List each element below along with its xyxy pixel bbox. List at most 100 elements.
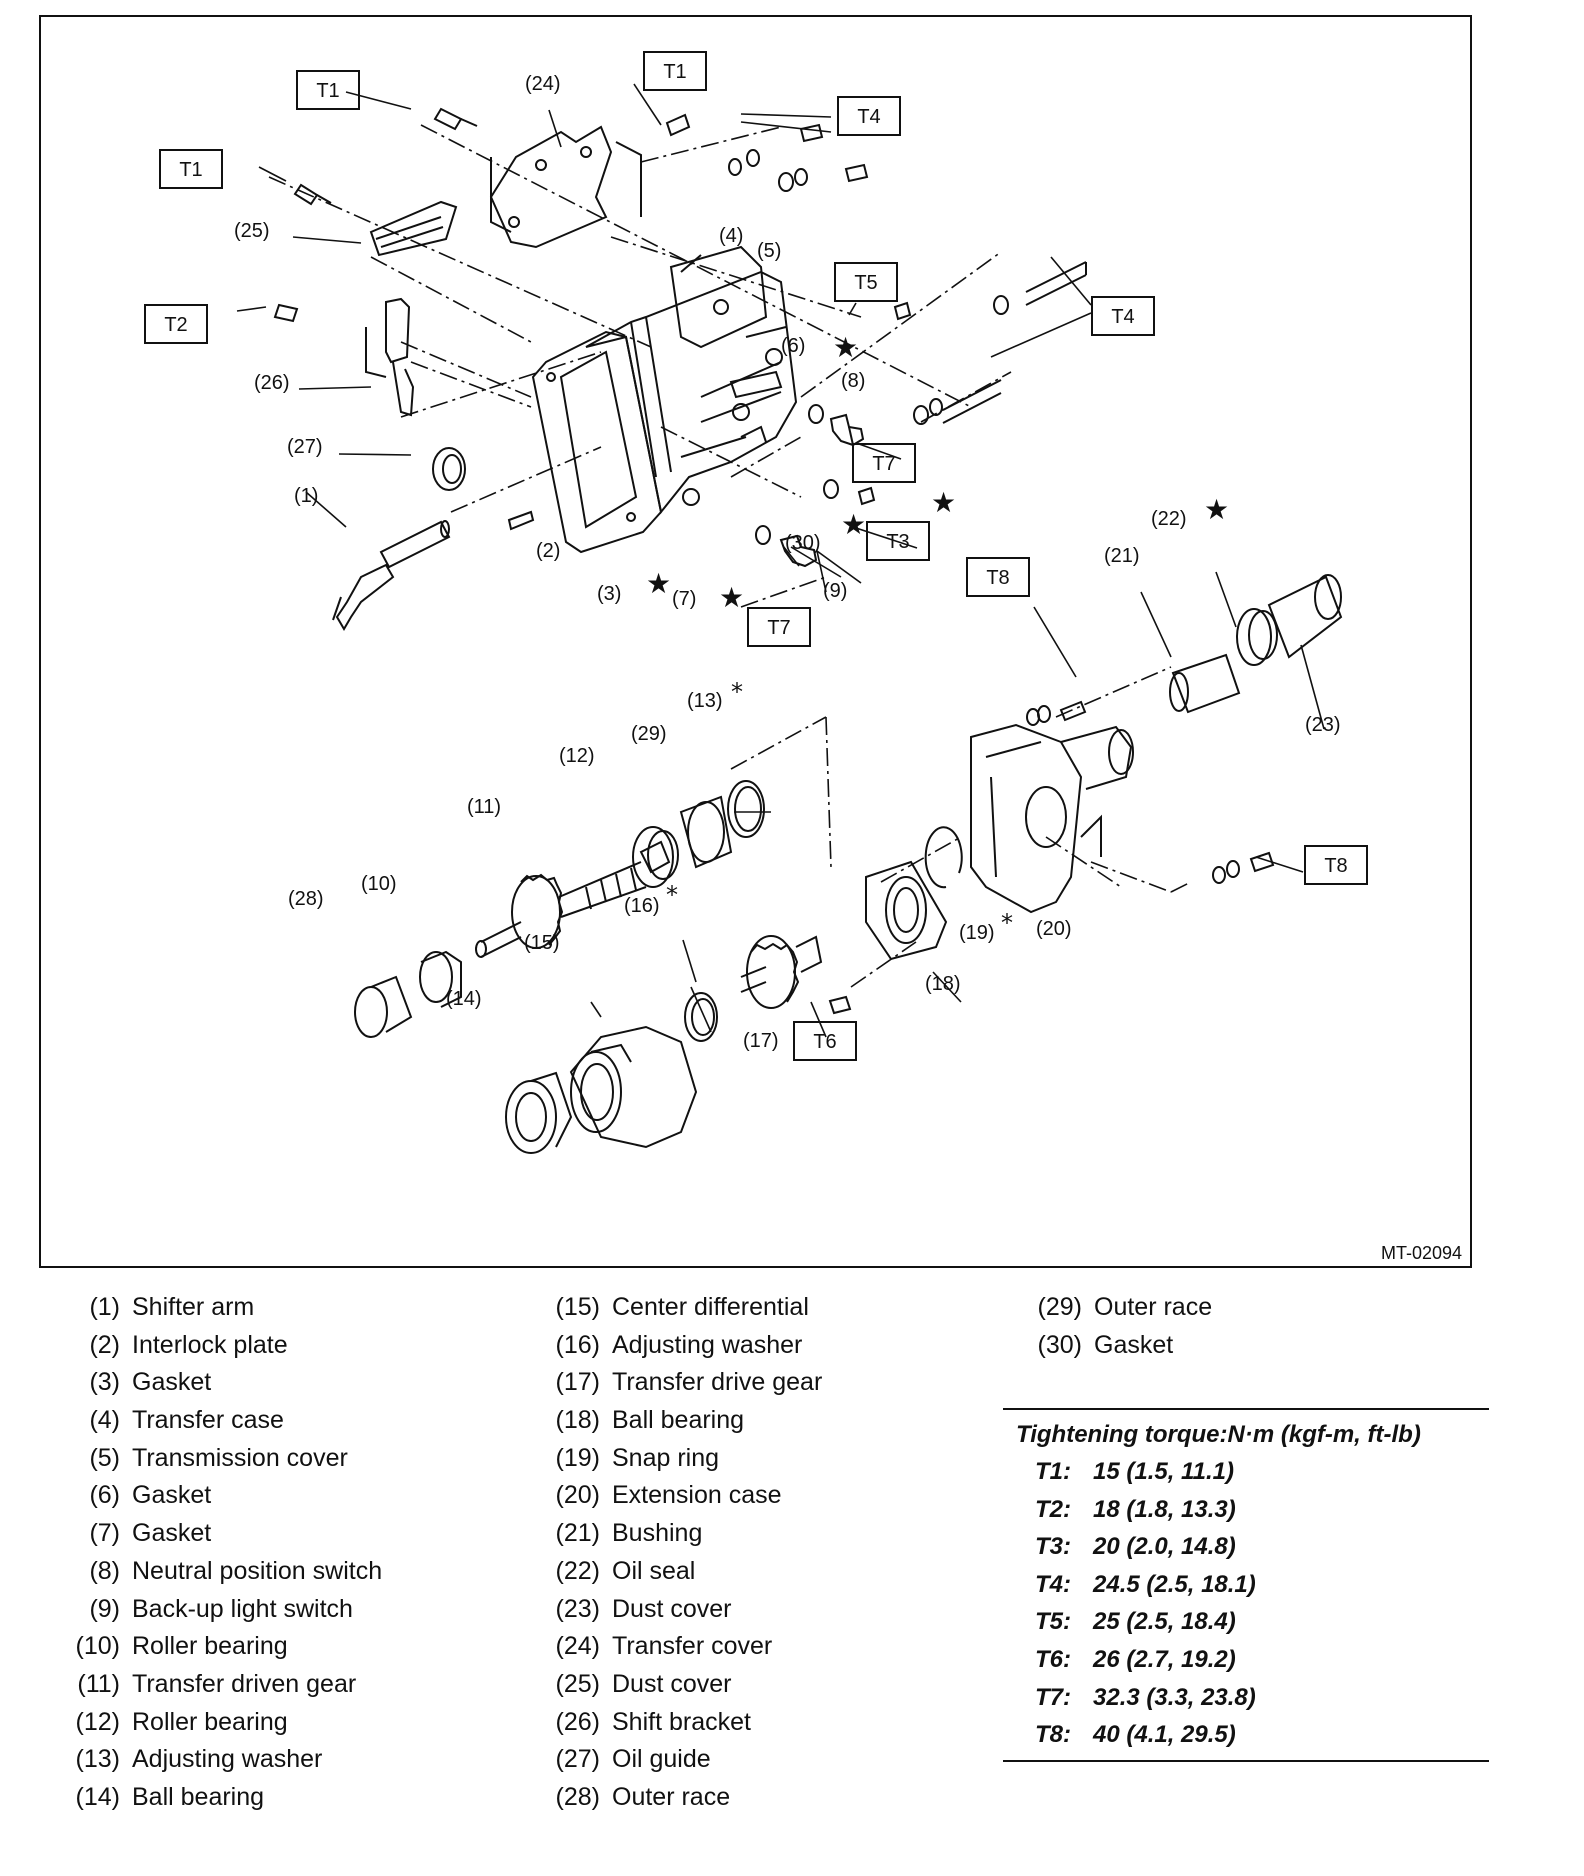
legend-num: (15) — [555, 1293, 600, 1321]
tag-t1-c — [159, 149, 223, 189]
callout-23: (23) — [1305, 714, 1341, 736]
backup-switch-9 — [779, 534, 818, 568]
star-6: ★ — [833, 331, 858, 364]
tag-t1-a-label: T1 — [316, 80, 339, 102]
torque-key: T1: — [1035, 1458, 1071, 1485]
legend-name: Bushing — [612, 1519, 703, 1548]
snap-ring-19 — [924, 826, 963, 889]
outer-race-28 — [354, 975, 413, 1038]
legend-name: Roller bearing — [132, 1632, 288, 1661]
legend-name: Gasket — [132, 1368, 212, 1397]
torque-value: 15 (1.5, 11.1) — [1093, 1458, 1234, 1485]
legend-num: (6) — [89, 1481, 120, 1510]
legend-name: Dust cover — [612, 1594, 732, 1623]
assembly-lines — [268, 124, 1192, 988]
callout-27: (27) — [287, 436, 323, 458]
torque-row: T4:24.5 (2.5, 18.1) — [1003, 1566, 1489, 1604]
tag-t6-label: T6 — [813, 1031, 836, 1053]
torque-key: T4: — [1035, 1570, 1071, 1598]
callout-30: (30) — [785, 532, 821, 554]
legend-name: Roller bearing — [132, 1707, 288, 1736]
tag-t7-b — [747, 607, 811, 647]
callout-18: (18) — [925, 973, 961, 995]
torque-value: 40 (4.1, 29.5) — [1093, 1721, 1236, 1749]
legend-num: (18) — [555, 1406, 600, 1435]
legend-num: (10) — [75, 1632, 120, 1661]
callout-26: (26) — [254, 372, 290, 394]
legend-num: (9) — [89, 1594, 120, 1623]
torque-key: T2: — [1035, 1495, 1071, 1523]
callout-29: (29) — [631, 723, 667, 745]
torque-row: T2:18 (1.8, 13.3) — [1003, 1491, 1489, 1529]
tag-t3 — [866, 521, 930, 561]
star-22: ★ — [1204, 493, 1229, 526]
exploded-diagram: T1 T1 T1 T2 T3 T4 T4 T5 T6 T7 T7 T8 T8 (… — [144, 51, 1368, 1154]
star-30: ★ — [841, 508, 866, 541]
tag-t1-b-label: T1 — [663, 61, 686, 83]
callout-17: (17) — [743, 1030, 779, 1052]
callout-8: (8) — [841, 370, 865, 392]
shifter-arm-1 — [332, 520, 451, 631]
star-t3: ★ — [931, 486, 956, 519]
adjusting-washer-13 — [727, 780, 765, 838]
legend-num: (12) — [75, 1707, 120, 1736]
torque-row: T1: 15 (1.5, 11.1) — [1003, 1453, 1489, 1491]
adjusting-washer-16 — [684, 992, 718, 1042]
legend-num: (17) — [555, 1368, 600, 1397]
legend-name: Adjusting washer — [612, 1330, 803, 1359]
transfer-case-4 — [585, 245, 798, 515]
tag-t7-b-label: T7 — [767, 617, 790, 639]
torque-key: T6: — [1035, 1645, 1071, 1673]
interlock-plate-2 — [507, 510, 535, 531]
legend-num: (24) — [555, 1632, 600, 1661]
tag-t4-a — [837, 96, 901, 136]
callout-24: (24) — [525, 73, 561, 95]
legend-num: (8) — [89, 1556, 120, 1585]
torque-row: T5:25 (2.5, 18.4) — [1003, 1603, 1489, 1641]
gasket-3 — [531, 330, 663, 554]
callout-11: (11) — [467, 796, 501, 818]
asterisk-19: * — [1001, 909, 1013, 937]
callout-14: (14) — [446, 988, 482, 1010]
transfer-cover-plate — [489, 125, 642, 249]
torque-key: T5: — [1035, 1608, 1071, 1636]
bolts — [273, 107, 1275, 1015]
tag-t8-b-label: T8 — [1324, 855, 1347, 877]
legend-num: (2) — [89, 1330, 120, 1359]
legend-name: Dust cover — [612, 1669, 732, 1698]
legend-name: Back-up light switch — [132, 1594, 353, 1623]
transfer-driven-gear-11 — [475, 840, 671, 958]
legend-name: Gasket — [1094, 1330, 1174, 1359]
legend-name: Outer race — [612, 1782, 731, 1811]
legend-name: Ball bearing — [612, 1406, 745, 1435]
legend-num: (14) — [75, 1782, 120, 1811]
asterisk-16: * — [666, 881, 678, 909]
legend-num: (27) — [555, 1745, 600, 1774]
roller-bearing-10 — [419, 950, 462, 1008]
legend-num: (7) — [89, 1519, 120, 1548]
callout-1: (1) — [294, 485, 318, 507]
bushing-21 — [1169, 653, 1241, 714]
legend-name: Transfer cover — [612, 1632, 773, 1661]
torque-row: T3:20 (2.0, 14.8) — [1003, 1528, 1489, 1566]
callout-21: (21) — [1104, 545, 1140, 567]
callout-9: (9) — [823, 580, 847, 602]
tag-t8-a-label: T8 — [986, 567, 1009, 589]
legend-name: Oil seal — [612, 1556, 696, 1585]
torque-key: T8: — [1035, 1721, 1071, 1749]
callout-7: (7) — [672, 588, 696, 610]
legend-name: Gasket — [132, 1481, 212, 1510]
legend-num: (23) — [555, 1594, 600, 1623]
legend-num: (30) — [1037, 1330, 1082, 1359]
callout-25: (25) — [234, 220, 270, 242]
washers — [728, 149, 1240, 884]
callout-13: (13) — [687, 690, 723, 712]
torque-row: T8: 40 (4.1, 29.5) — [1003, 1716, 1489, 1754]
legend-name: Outer race — [1094, 1293, 1213, 1321]
callout-5: (5) — [757, 240, 781, 262]
tag-t8-b — [1304, 845, 1368, 885]
legend-num: (13) — [75, 1745, 120, 1774]
callout-19: (19) — [959, 922, 995, 944]
dust-cover-25 — [369, 200, 458, 257]
callout-28: (28) — [288, 888, 324, 910]
